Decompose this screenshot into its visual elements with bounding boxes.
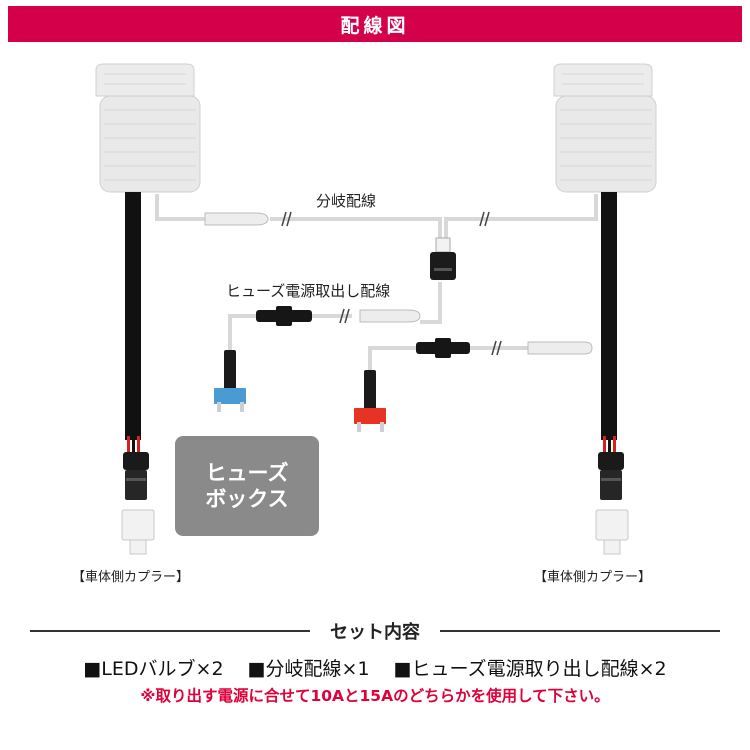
branch-break-marks [281,211,490,227]
left-coupler-connector [121,436,155,555]
divider-left [30,630,310,632]
branch-junction-connector [430,237,456,280]
list-item: ■ヒューズ電源取り出し配線×2 [393,658,667,680]
page-title: 配線図 [340,14,410,37]
right-black-cable [601,192,617,440]
fuse-note: ※取り出す電源に合せて10Aと15Aのどちらかを使用して下さい。 [140,687,610,705]
branch-plug-left [204,212,269,226]
fuse-wire-label: ヒューズ電源取出し配線 [226,282,391,300]
branch-wire-label: 分岐配線 [316,192,377,210]
list-item: ■分岐配線×1 [247,658,370,680]
set-contents-title: セット内容 [330,622,420,643]
fuse-box-label-line1: ヒューズ [205,461,289,485]
set-contents-heading: セット内容 [30,616,720,646]
list-item: ■LEDバルブ×2 [83,658,224,680]
right-led-bulb [553,63,657,193]
divider-right [440,630,720,632]
fuse-wire-red [354,338,593,432]
fuse-box: ヒューズ ボックス [175,436,319,536]
branch-wire [155,194,598,324]
fuse-wire-blue [214,306,421,412]
left-led-bulb [95,63,201,193]
header-banner: 配線図 [8,6,742,42]
right-coupler-connector [595,436,629,555]
right-coupler-label: 【車体側カプラー】 [534,570,652,585]
left-black-cable [125,192,141,440]
left-coupler-label: 【車体側カプラー】 [72,570,190,585]
fuse-box-label-line2: ボックス [205,487,289,511]
set-contents-list: ■LEDバルブ×2 ■分岐配線×1 ■ヒューズ電源取り出し配線×2 [0,654,750,681]
